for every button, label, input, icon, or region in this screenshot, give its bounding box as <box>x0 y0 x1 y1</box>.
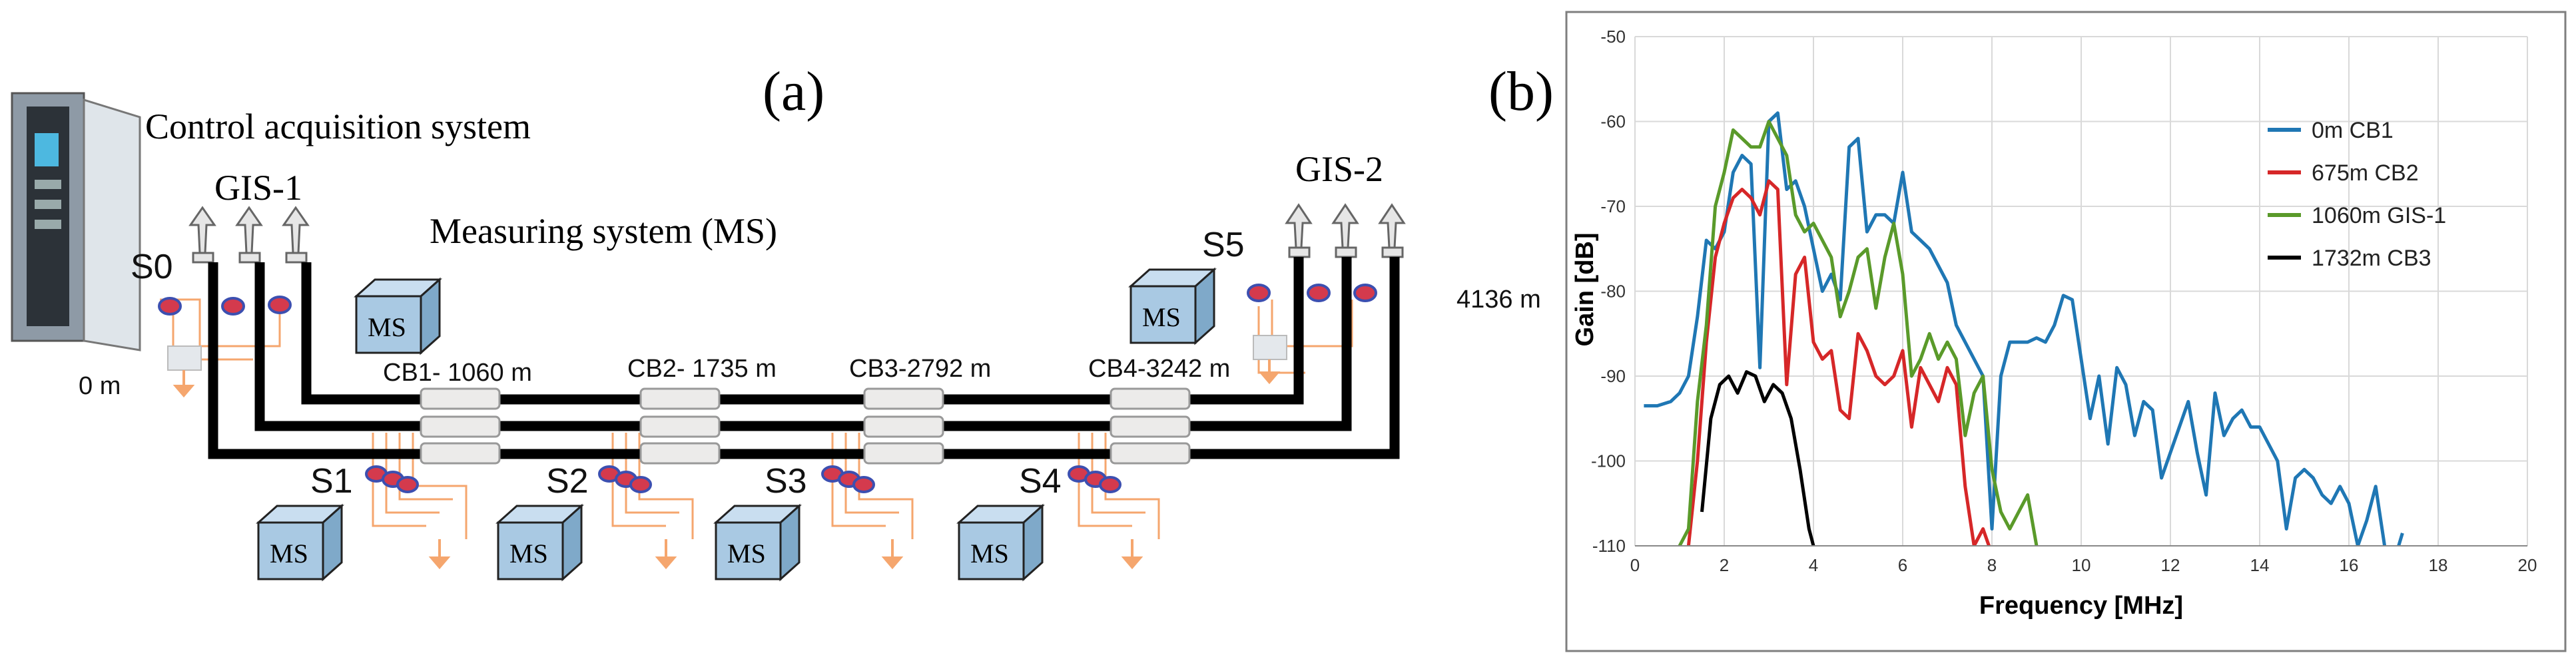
x-tick-label: 6 <box>1898 555 1907 575</box>
ms-system-label: Measuring system (MS) <box>430 211 777 251</box>
legend: 0m CB1 675m CB2 1060m GIS-1 1732m CB3 <box>2268 118 2446 271</box>
gis1-label: GIS-1 <box>214 168 302 208</box>
ms-box-s1: MS <box>256 503 344 582</box>
plot-series <box>1644 111 2404 546</box>
distance-end-label: 4136 m <box>1456 286 1541 314</box>
chart-frame <box>1565 11 2567 652</box>
control-system-label: Control acquisition system <box>145 107 531 146</box>
series-line-4 <box>1700 370 1815 546</box>
x-tick-label: 4 <box>1809 555 1818 575</box>
sensor-s3-label: S3 <box>765 462 807 501</box>
ms-box-label: MS <box>970 539 1009 568</box>
cable-joints <box>420 387 1191 465</box>
ms-box-label: MS <box>727 539 766 568</box>
y-tick-labels: -50 -60 -70 -80 -90 -100 -110 <box>1591 27 1626 556</box>
ms-box-s2: MS <box>495 503 584 582</box>
hv-cables <box>208 257 1400 459</box>
sensor-icons <box>158 284 1377 493</box>
series-line-2 <box>1686 179 1991 546</box>
x-axis-label: Frequency [MHz] <box>1979 592 2183 620</box>
sensor-wiring <box>160 298 1353 539</box>
sensor-s2-label: S2 <box>546 462 589 501</box>
sensor-s1-label: S1 <box>310 462 353 501</box>
y-axis-label: Gain [dB] <box>1571 233 1599 347</box>
gis1-bushings-icon <box>188 206 310 264</box>
ms-box-label: MS <box>1142 302 1181 332</box>
legend-entry: 1732m CB3 <box>2312 246 2431 271</box>
cb1-label: CB1- 1060 m <box>383 359 532 387</box>
x-tick-label: 8 <box>1987 555 1997 575</box>
ms-box-s3: MS <box>713 503 802 582</box>
y-tick-label: -90 <box>1600 366 1626 386</box>
legend-entry: 0m CB1 <box>2312 118 2394 143</box>
sensor-s5-label: S5 <box>1202 226 1245 264</box>
ms-box-s5: MS <box>1128 267 1217 345</box>
gis2-label: GIS-2 <box>1295 149 1383 189</box>
x-tick-label: 0 <box>1630 555 1640 575</box>
ms-box-label: MS <box>270 539 308 568</box>
ms-box-gis1: MS <box>354 277 442 355</box>
panel-a-label: (a) <box>763 61 824 122</box>
x-tick-label: 2 <box>1720 555 1729 575</box>
y-tick-label: -100 <box>1591 451 1626 471</box>
control-cabinet-icon <box>11 92 141 351</box>
y-tick-label: -80 <box>1600 282 1626 302</box>
ms-box-label: MS <box>509 539 548 568</box>
series-line-3 <box>1678 120 2039 546</box>
panel-b-label: (b) <box>1488 61 1554 122</box>
y-tick-label: -60 <box>1600 112 1626 132</box>
y-tick-label: -110 <box>1592 536 1626 556</box>
distance-start-label: 0 m <box>79 372 121 400</box>
gis2-bushings-icon <box>1285 203 1406 258</box>
cb4-label: CB4-3242 m <box>1088 355 1230 383</box>
panel-b-chart: (b) -50 -60 -70 -80 -90 -100 -110 0 2 4 6 8 10 12 14 1… <box>1488 11 2567 652</box>
y-tick-label: -50 <box>1600 27 1626 47</box>
x-tick-label: 16 <box>2340 555 2359 575</box>
cb3-label: CB3-2792 m <box>849 355 991 383</box>
x-tick-label: 12 <box>2161 555 2180 575</box>
panel-a-diagram: (a) Control acquisition system GIS-1 Mea… <box>11 61 1541 582</box>
x-tick-label: 20 <box>2518 555 2537 575</box>
sensor-s4-label: S4 <box>1019 462 1062 501</box>
x-tick-label: 10 <box>2072 555 2091 575</box>
x-tick-label: 14 <box>2250 555 2270 575</box>
x-gridlines <box>1634 37 2528 546</box>
ms-box-label: MS <box>368 312 406 342</box>
legend-entry: 675m CB2 <box>2312 160 2419 186</box>
ground-icons <box>167 335 1287 570</box>
x-tick-labels: 0 2 4 6 8 10 12 14 16 18 20 <box>1630 555 2537 575</box>
ms-box-s4: MS <box>956 503 1045 582</box>
y-tick-label: -70 <box>1600 196 1626 216</box>
legend-entry: 1060m GIS-1 <box>2312 203 2446 228</box>
series-line-1 <box>1644 111 2404 546</box>
sensor-s0-label: S0 <box>131 248 173 286</box>
x-tick-label: 18 <box>2429 555 2448 575</box>
cb2-label: CB2- 1735 m <box>627 355 777 383</box>
